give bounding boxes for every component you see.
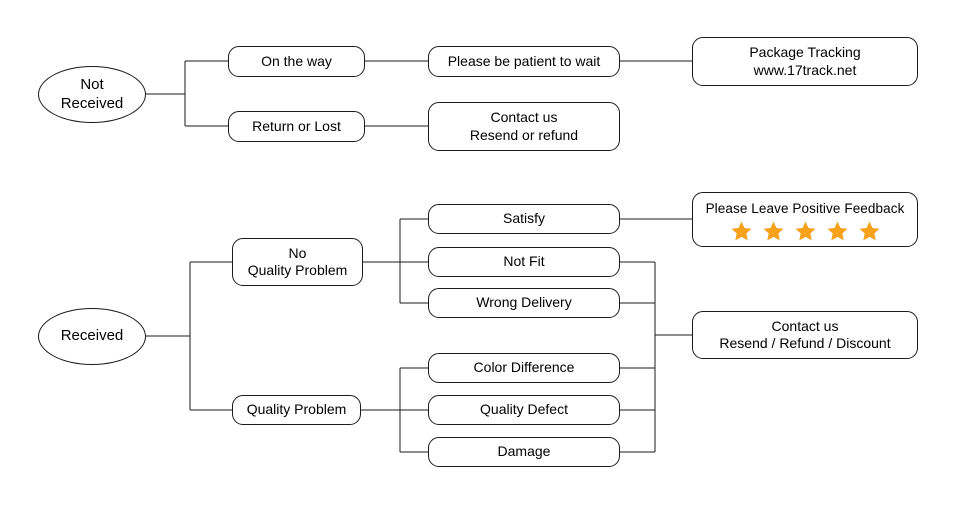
star-icon[interactable] <box>826 220 849 243</box>
node-contact-us-top-line1: Contact us <box>490 109 558 126</box>
node-satisfy[interactable]: Satisfy <box>428 204 620 234</box>
node-contact-us-bottom-line1: Contact us <box>771 317 839 334</box>
node-quality-problem[interactable]: Quality Problem <box>232 395 361 425</box>
node-return-or-lost-label: Return or Lost <box>252 117 341 134</box>
node-package-tracking-url[interactable]: www.17track.net <box>753 61 857 78</box>
node-leave-positive-feedback[interactable]: Please Leave Positive Feedback <box>692 192 918 247</box>
node-wrong-delivery-label: Wrong Delivery <box>476 294 572 311</box>
node-package-tracking[interactable]: Package Tracking www.17track.net <box>692 37 918 86</box>
node-contact-us-top-line2: Resend or refund <box>469 126 579 143</box>
node-package-tracking-line1: Package Tracking <box>749 44 861 61</box>
node-damage[interactable]: Damage <box>428 437 620 467</box>
star-icon[interactable] <box>762 220 785 243</box>
node-contact-us-bottom-line2: Resend / Refund / Discount <box>719 335 891 351</box>
node-quality-problem-label: Quality Problem <box>246 401 347 418</box>
node-not-received[interactable]: Not Received <box>38 66 146 123</box>
node-color-difference[interactable]: Color Difference <box>428 353 620 383</box>
node-no-quality-problem[interactable]: No Quality Problem <box>232 238 363 286</box>
node-no-quality-problem-line2: Quality Problem <box>247 262 348 278</box>
star-icon[interactable] <box>858 220 881 243</box>
node-not-received-line2: Received <box>60 94 124 112</box>
node-damage-label: Damage <box>497 443 551 460</box>
node-contact-us-top[interactable]: Contact us Resend or refund <box>428 102 620 151</box>
node-not-fit[interactable]: Not Fit <box>428 247 620 277</box>
star-icon[interactable] <box>730 220 753 243</box>
node-return-or-lost[interactable]: Return or Lost <box>228 111 365 142</box>
node-quality-defect-label: Quality Defect <box>480 401 568 418</box>
node-wrong-delivery[interactable]: Wrong Delivery <box>428 288 620 318</box>
feedback-title: Please Leave Positive Feedback <box>705 200 905 216</box>
node-on-the-way-label: On the way <box>261 52 332 69</box>
star-icon[interactable] <box>794 220 817 243</box>
node-no-quality-problem-line1: No <box>288 244 307 261</box>
node-satisfy-label: Satisfy <box>502 210 545 227</box>
node-not-received-line1: Not <box>80 76 104 94</box>
node-on-the-way[interactable]: On the way <box>228 46 365 77</box>
node-please-be-patient-label: Please be patient to wait <box>447 52 601 69</box>
node-contact-us-bottom[interactable]: Contact us Resend / Refund / Discount <box>692 311 918 359</box>
node-color-difference-label: Color Difference <box>473 359 575 376</box>
star-rating[interactable] <box>730 220 881 243</box>
node-received[interactable]: Received <box>38 308 146 365</box>
node-quality-defect[interactable]: Quality Defect <box>428 395 620 425</box>
node-not-fit-label: Not Fit <box>503 253 545 270</box>
node-received-label: Received <box>60 327 124 345</box>
node-please-be-patient[interactable]: Please be patient to wait <box>428 46 620 77</box>
